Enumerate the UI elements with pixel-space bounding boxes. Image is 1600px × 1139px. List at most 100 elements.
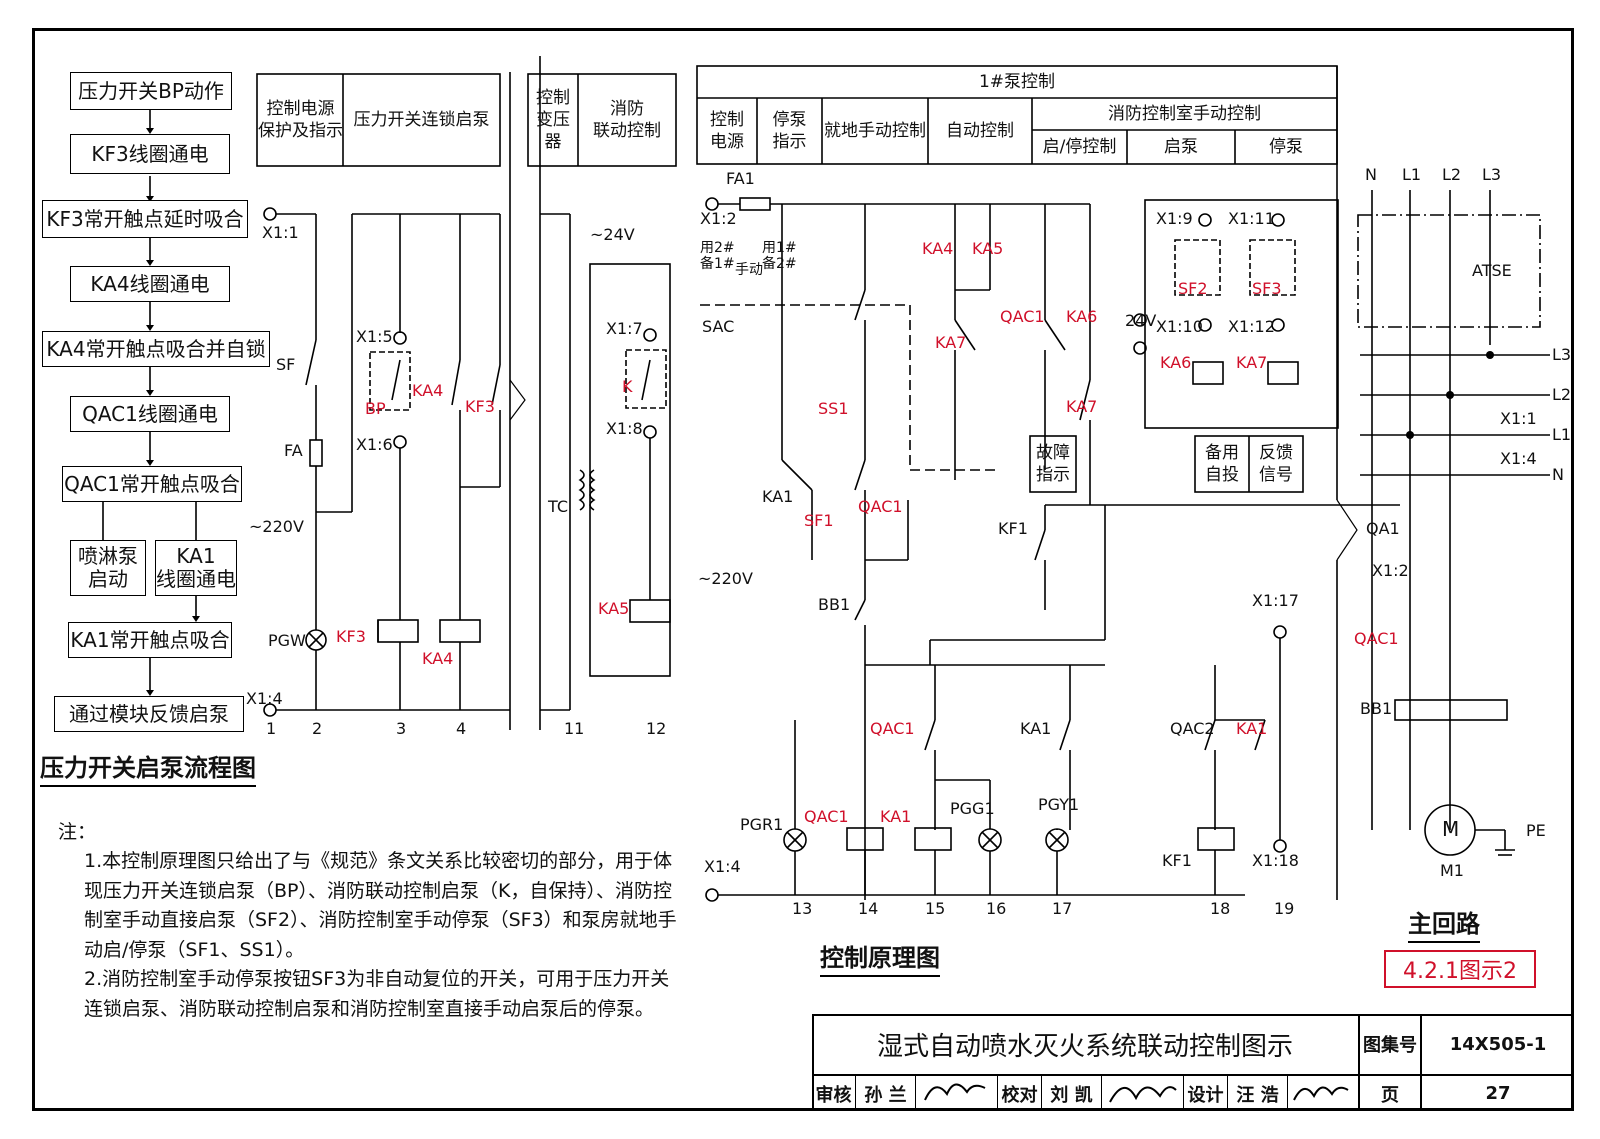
- flow-branch-pump-start: 喷淋泵 启动: [70, 540, 146, 596]
- title-block-atlas-no: 14X505-1: [1422, 1014, 1574, 1076]
- flow-step-2: KF3线圈通电: [70, 134, 230, 174]
- atse-label: ATSE: [1472, 261, 1512, 280]
- header-room-manual: 消防控制室手动控制: [1108, 103, 1261, 124]
- term-x1-4-right: X1:4: [704, 857, 741, 876]
- note-1: 1.本控制原理图只给出了与《规范》条文关系比较密切的部分，用于体现压力开关连锁启…: [84, 850, 677, 961]
- linkage-contact-k: K: [622, 377, 633, 396]
- header-fault: 故障 指示: [1036, 442, 1070, 485]
- title-block-review-label: 审核: [812, 1076, 856, 1111]
- bus-l2-right: L2: [1552, 385, 1572, 404]
- term-x1-8: X1:8: [606, 419, 643, 438]
- flowchart-title: 压力开关启泵流程图: [40, 748, 256, 787]
- lamp-pgr1: PGR1: [740, 815, 784, 834]
- term-x1-10: X1:10: [1156, 317, 1203, 336]
- term-x1-7: X1:7: [606, 319, 643, 338]
- fuse-fa: FA: [284, 441, 303, 460]
- contactor-qac1-c: QAC1: [870, 719, 915, 738]
- ground-pe: PE: [1526, 821, 1546, 840]
- drawing-frame: [32, 28, 1574, 1111]
- terminal-16: 16: [986, 899, 1007, 918]
- notes-heading: 注：: [58, 821, 97, 843]
- title-block-title: 湿式自动喷水灭火系统联动控制图示: [812, 1014, 1360, 1076]
- terminal-14: 14: [858, 899, 879, 918]
- relay-ka1-b: KA1: [1020, 719, 1052, 738]
- contactor-qac1-b: QAC1: [1000, 307, 1045, 326]
- bus-l3-right: L3: [1552, 345, 1572, 364]
- terminal-4: 4: [456, 719, 467, 738]
- bus-l1-right: L1: [1552, 425, 1572, 444]
- relay-kf3-coil: KF3: [336, 627, 366, 646]
- flow-step-3: KF3常开触点延时吸合: [42, 200, 248, 238]
- button-ss1: SS1: [818, 399, 849, 418]
- flow-step-6: QAC1线圈通电: [70, 396, 230, 432]
- voltage-24: 24V: [1125, 311, 1157, 330]
- switch-sf: SF: [276, 355, 296, 374]
- breaker-qa1: QA1: [1366, 519, 1400, 538]
- relay-ka7-coil: KA7: [1236, 353, 1268, 372]
- relay-ka6-coil: KA6: [1160, 353, 1192, 372]
- title-block-checker: 刘 凯: [1042, 1076, 1102, 1111]
- title-block-check-label: 校对: [998, 1076, 1042, 1111]
- term-x1-4-left: X1:4: [246, 689, 283, 708]
- flow-step-4: KA4线圈通电: [70, 266, 230, 302]
- contactor-qac1-main: QAC1: [1354, 629, 1399, 648]
- lamp-pgy1: PGY1: [1038, 795, 1080, 814]
- term-x1-4-main: X1:4: [1500, 449, 1537, 468]
- terminal-13: 13: [792, 899, 813, 918]
- flow-step-ka1-contact: KA1常开触点吸合: [68, 622, 232, 658]
- flow-step-1: 压力开关BP动作: [70, 72, 232, 110]
- voltage-24-ac: ~24V: [590, 225, 635, 244]
- motor-m: M: [1442, 817, 1460, 841]
- term-x1-1: X1:1: [262, 223, 299, 242]
- header-auto: 自动控制: [946, 120, 1014, 141]
- header-pressure-switch: 压力开关连锁启泵: [353, 109, 490, 130]
- flow-step-5: KA4常开触点吸合并自锁: [42, 331, 270, 367]
- signature-checker: [1109, 1086, 1177, 1103]
- pressure-switch-bp: BP: [365, 399, 386, 418]
- sac-position-3: 用1# 备2#: [762, 240, 797, 273]
- title-block-page-no: 27: [1485, 1083, 1511, 1104]
- relay-ka5-right: KA5: [972, 239, 1004, 258]
- title-block-designer: 汪 浩: [1228, 1076, 1288, 1111]
- term-x1-2-main: X1:2: [1372, 561, 1409, 580]
- header-pump1: 1#泵控制: [978, 71, 1056, 92]
- bus-n-right: N: [1552, 465, 1564, 484]
- term-x1-18: X1:18: [1252, 851, 1299, 870]
- relay-ka7-b: KA7: [1066, 397, 1098, 416]
- relay-ka4-right: KA4: [922, 239, 954, 258]
- header-backup: 备用 自投: [1205, 442, 1239, 485]
- breaker-bb1-main: BB1: [1360, 699, 1393, 718]
- contactor-qac1-aux: QAC1: [858, 497, 903, 516]
- terminal-19: 19: [1274, 899, 1295, 918]
- header-linkage: 消防 联动控制: [593, 98, 661, 141]
- fuse-fa1: FA1: [726, 169, 755, 188]
- button-sf1: SF1: [804, 511, 834, 530]
- relay-ka1-contact: KA1: [762, 487, 794, 506]
- term-x1-11: X1:11: [1228, 209, 1275, 228]
- signature-designer: [1293, 1086, 1349, 1101]
- relay-ka1-coil: KA1: [880, 807, 912, 826]
- header-ctrl-power: 控制 电源: [710, 109, 744, 152]
- flow-step-final: 通过模块反馈启泵: [54, 696, 244, 732]
- lamp-pgw: PGW: [268, 631, 306, 650]
- term-x1-17: X1:17: [1252, 591, 1299, 610]
- terminal-1: 1: [266, 719, 277, 738]
- voltage-220-right: ~220V: [698, 569, 753, 588]
- term-x1-5: X1:5: [356, 327, 393, 346]
- relay-ka1-c: KA1: [1236, 719, 1268, 738]
- terminal-12: 12: [646, 719, 667, 738]
- terminal-15: 15: [925, 899, 946, 918]
- lamp-pgg1: PGG1: [950, 799, 995, 818]
- terminal-18: 18: [1210, 899, 1231, 918]
- transformer-tc-label: TC: [548, 497, 569, 516]
- header-stop: 停泵: [1269, 136, 1303, 157]
- sac-position-2: 手动: [735, 262, 763, 278]
- title-block-atlas-label: 图集号: [1360, 1014, 1422, 1076]
- header-power-protection: 控制电源 保护及指示: [258, 98, 343, 141]
- relay-ka5-coil: KA5: [598, 599, 630, 618]
- header-start-stop: 启/停控制: [1042, 136, 1117, 157]
- relay-ka4-contact: KA4: [412, 381, 444, 400]
- flow-step-7: QAC1常开触点吸合: [62, 466, 242, 502]
